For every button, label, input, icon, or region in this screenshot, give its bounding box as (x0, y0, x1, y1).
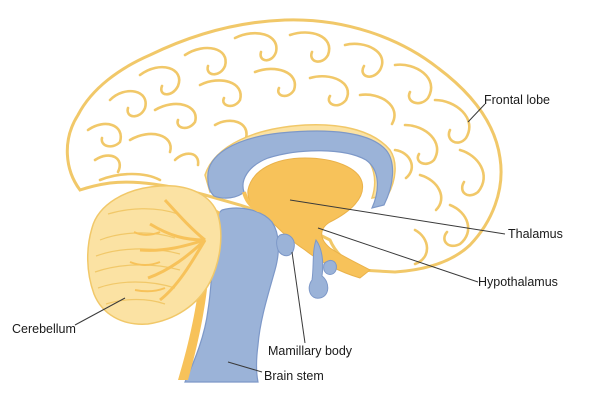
leader-hypothalamus (317, 227, 479, 283)
leader-brain-stem (227, 361, 263, 373)
leader-thalamus (289, 199, 506, 235)
label-frontal-lobe: Frontal lobe (484, 93, 550, 107)
thalamus-region (247, 157, 371, 279)
label-thalamus: Thalamus (508, 227, 563, 241)
label-brain-stem: Brain stem (264, 369, 324, 383)
cortex-gyri (86, 31, 485, 266)
fornix (242, 191, 274, 213)
leader-mamillary-body (291, 251, 306, 344)
leader-frontal-lobe (467, 103, 486, 123)
pituitary-stalk (308, 238, 329, 299)
leader-cerebellum (74, 297, 126, 326)
mamillary-body-shape (276, 233, 295, 257)
leader-lines (74, 103, 506, 373)
label-mamillary-body: Mamillary body (268, 344, 353, 358)
cerebellum-shape (86, 185, 222, 325)
optic-recess (323, 259, 337, 275)
label-cerebellum: Cerebellum (12, 322, 76, 336)
label-hypothalamus: Hypothalamus (478, 275, 558, 289)
lateral-ventricle (207, 130, 394, 209)
